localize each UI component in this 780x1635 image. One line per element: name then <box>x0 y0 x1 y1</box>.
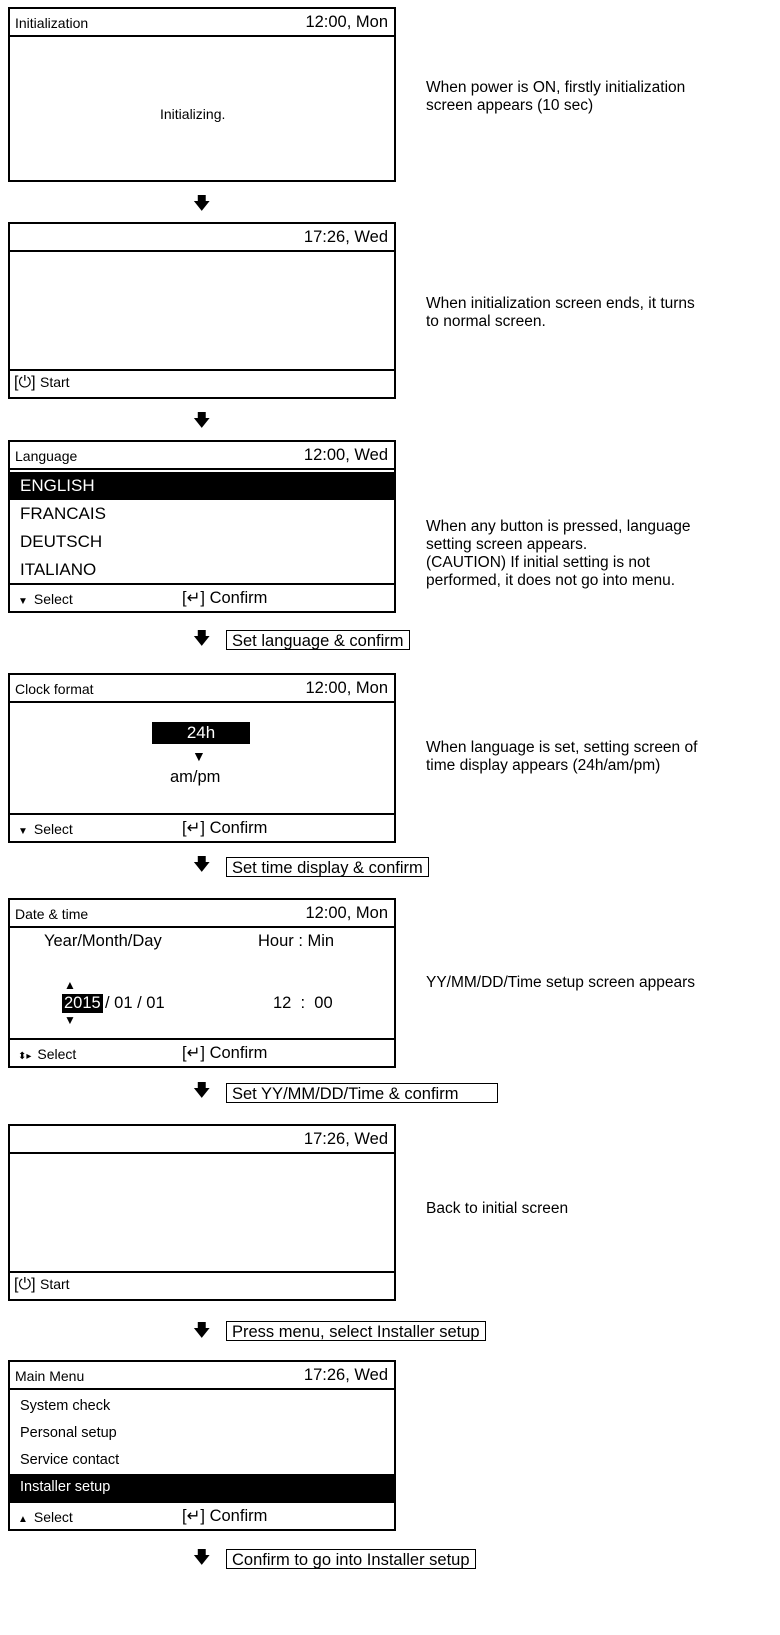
date-time-screen: Date & time 12:00, Mon Year/Month/Day Ho… <box>8 898 396 1068</box>
power-icon: ⏻ <box>18 1276 32 1293</box>
menu-item-system-check[interactable]: System check <box>20 1398 111 1414</box>
language-item-francais[interactable]: FRANCAIS <box>20 504 106 523</box>
triangle-down-icon: ▼ <box>18 826 28 837</box>
date-header: Year/Month/Day <box>44 932 162 950</box>
initialization-screen: Initialization 12:00, Mon Initializing. <box>8 7 396 182</box>
down-arrow-icon: 🡇 <box>193 629 211 648</box>
screen-header: Clock format 12:00, Mon <box>10 675 394 703</box>
normal-screen-return: 17:26, Wed [⏻] Start <box>8 1124 396 1301</box>
option-ampm[interactable]: am/pm <box>170 768 221 786</box>
option-24h[interactable]: 24h <box>152 722 250 744</box>
screen-header: 17:26, Wed <box>10 224 394 252</box>
menu-item-service-contact[interactable]: Service contact <box>20 1452 120 1468</box>
screen-header: Main Menu 17:26, Wed <box>10 1362 394 1390</box>
clock-display: 12:00, Mon <box>305 13 388 31</box>
step-set-date-time: Set YY/MM/DD/Time & confirm <box>226 1083 498 1103</box>
navigate-arrows-icon: ⬍▸ <box>18 1051 32 1062</box>
start-button[interactable]: [⏻] Start <box>14 374 70 391</box>
down-arrow-icon: 🡇 <box>193 855 211 874</box>
screen-footer: ⬍▸Select [↵] Confirm <box>10 1038 394 1066</box>
down-arrow-icon: 🡇 <box>193 1081 211 1100</box>
initializing-message: Initializing. <box>160 106 226 122</box>
confirm-button[interactable]: [↵] Confirm <box>182 589 268 607</box>
step-set-time-display: Set time display & confirm <box>226 857 429 877</box>
triangle-down-icon: ▼ <box>64 1013 76 1027</box>
screen-footer: ▼Select [↵] Confirm <box>10 583 394 611</box>
start-button[interactable]: [⏻] Start <box>14 1276 70 1293</box>
menu-item-personal-setup[interactable]: Personal setup <box>20 1425 117 1441</box>
triangle-up-icon: ▲ <box>64 978 76 992</box>
down-arrow-icon: 🡇 <box>193 411 211 430</box>
description-init: When power is ON, firstly initialization… <box>426 79 686 114</box>
normal-screen: 17:26, Wed [⏻] Start <box>8 222 396 399</box>
time-header: Hour : Min <box>258 932 335 950</box>
screen-title: Clock format <box>15 681 94 697</box>
language-item-english[interactable]: ENGLISH <box>10 472 394 500</box>
screen-header: 17:26, Wed <box>10 1126 394 1154</box>
description-normal: When initialization screen ends, it turn… <box>426 295 695 330</box>
clock-display: 12:00, Mon <box>305 679 388 697</box>
month-day-field[interactable]: / 01 / 01 <box>105 994 165 1012</box>
description-date-time: YY/MM/DD/Time setup screen appears <box>426 974 696 991</box>
screen-footer: [⏻] Start <box>10 1271 394 1299</box>
confirm-button[interactable]: [↵] Confirm <box>182 1044 268 1062</box>
time-field[interactable]: 12 : 00 <box>273 994 333 1012</box>
clock-display: 17:26, Wed <box>303 228 388 246</box>
enter-icon: ↵ <box>186 819 201 837</box>
screen-header: Initialization 12:00, Mon <box>10 9 394 37</box>
clock-display: 12:00, Wed <box>303 446 388 464</box>
select-button[interactable]: ⬍▸Select <box>18 1046 77 1062</box>
language-item-deutsch[interactable]: DEUTSCH <box>20 532 103 551</box>
down-arrow-icon: 🡇 <box>193 194 211 213</box>
clock-format-screen: Clock format 12:00, Mon 24h ▼ am/pm ▼Sel… <box>8 673 396 843</box>
screen-footer: ▲Select [↵] Confirm <box>10 1501 394 1529</box>
triangle-down-icon: ▼ <box>18 596 28 607</box>
screen-title: Initialization <box>15 15 89 31</box>
select-button[interactable]: ▼Select <box>18 591 73 607</box>
main-menu-screen: Main Menu 17:26, Wed System check Person… <box>8 1360 396 1531</box>
screen-footer: ▼Select [↵] Confirm <box>10 813 394 841</box>
clock-display: 17:26, Wed <box>303 1130 388 1148</box>
step-set-language: Set language & confirm <box>226 630 410 650</box>
enter-icon: ↵ <box>186 1507 201 1525</box>
down-arrow-icon: 🡇 <box>193 1548 211 1567</box>
clock-display: 12:00, Mon <box>305 904 388 922</box>
screen-footer: [⏻] Start <box>10 369 394 397</box>
step-press-menu: Press menu, select Installer setup <box>226 1321 486 1341</box>
confirm-button[interactable]: [↵] Confirm <box>182 819 268 837</box>
screen-title: Date & time <box>15 906 89 922</box>
down-arrow-icon: 🡇 <box>193 1321 211 1340</box>
confirm-button[interactable]: [↵] Confirm <box>182 1507 268 1525</box>
power-icon: ⏻ <box>18 374 32 391</box>
enter-icon: ↵ <box>186 1044 201 1062</box>
clock-display: 17:26, Wed <box>303 1366 388 1384</box>
language-item-italiano[interactable]: ITALIANO <box>20 560 97 579</box>
language-screen: Language 12:00, Wed ENGLISH FRANCAIS DEU… <box>8 440 396 613</box>
step-confirm-installer: Confirm to go into Installer setup <box>226 1549 476 1569</box>
screen-title: Main Menu <box>15 1368 85 1384</box>
triangle-down-icon: ▼ <box>192 748 206 764</box>
enter-icon: ↵ <box>186 589 201 607</box>
screen-header: Language 12:00, Wed <box>10 442 394 470</box>
year-field[interactable]: 2015 <box>62 994 103 1013</box>
screen-title: Language <box>15 448 78 464</box>
description-back: Back to initial screen <box>426 1200 569 1217</box>
screen-header: Date & time 12:00, Mon <box>10 900 394 928</box>
select-button[interactable]: ▼Select <box>18 821 73 837</box>
menu-item-installer-setup[interactable]: Installer setup <box>10 1474 394 1501</box>
triangle-up-icon: ▲ <box>18 1514 28 1525</box>
select-button[interactable]: ▲Select <box>18 1509 73 1525</box>
